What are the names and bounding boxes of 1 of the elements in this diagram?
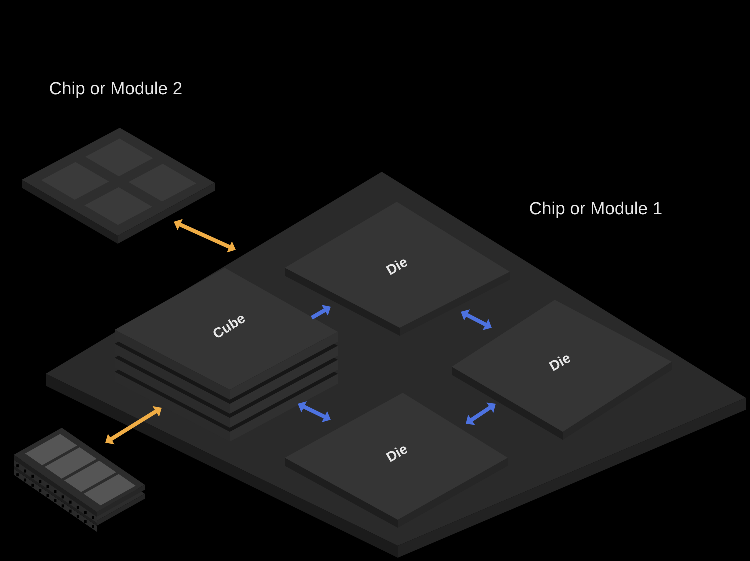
heading: Chip or Module 2 [50,82,182,98]
